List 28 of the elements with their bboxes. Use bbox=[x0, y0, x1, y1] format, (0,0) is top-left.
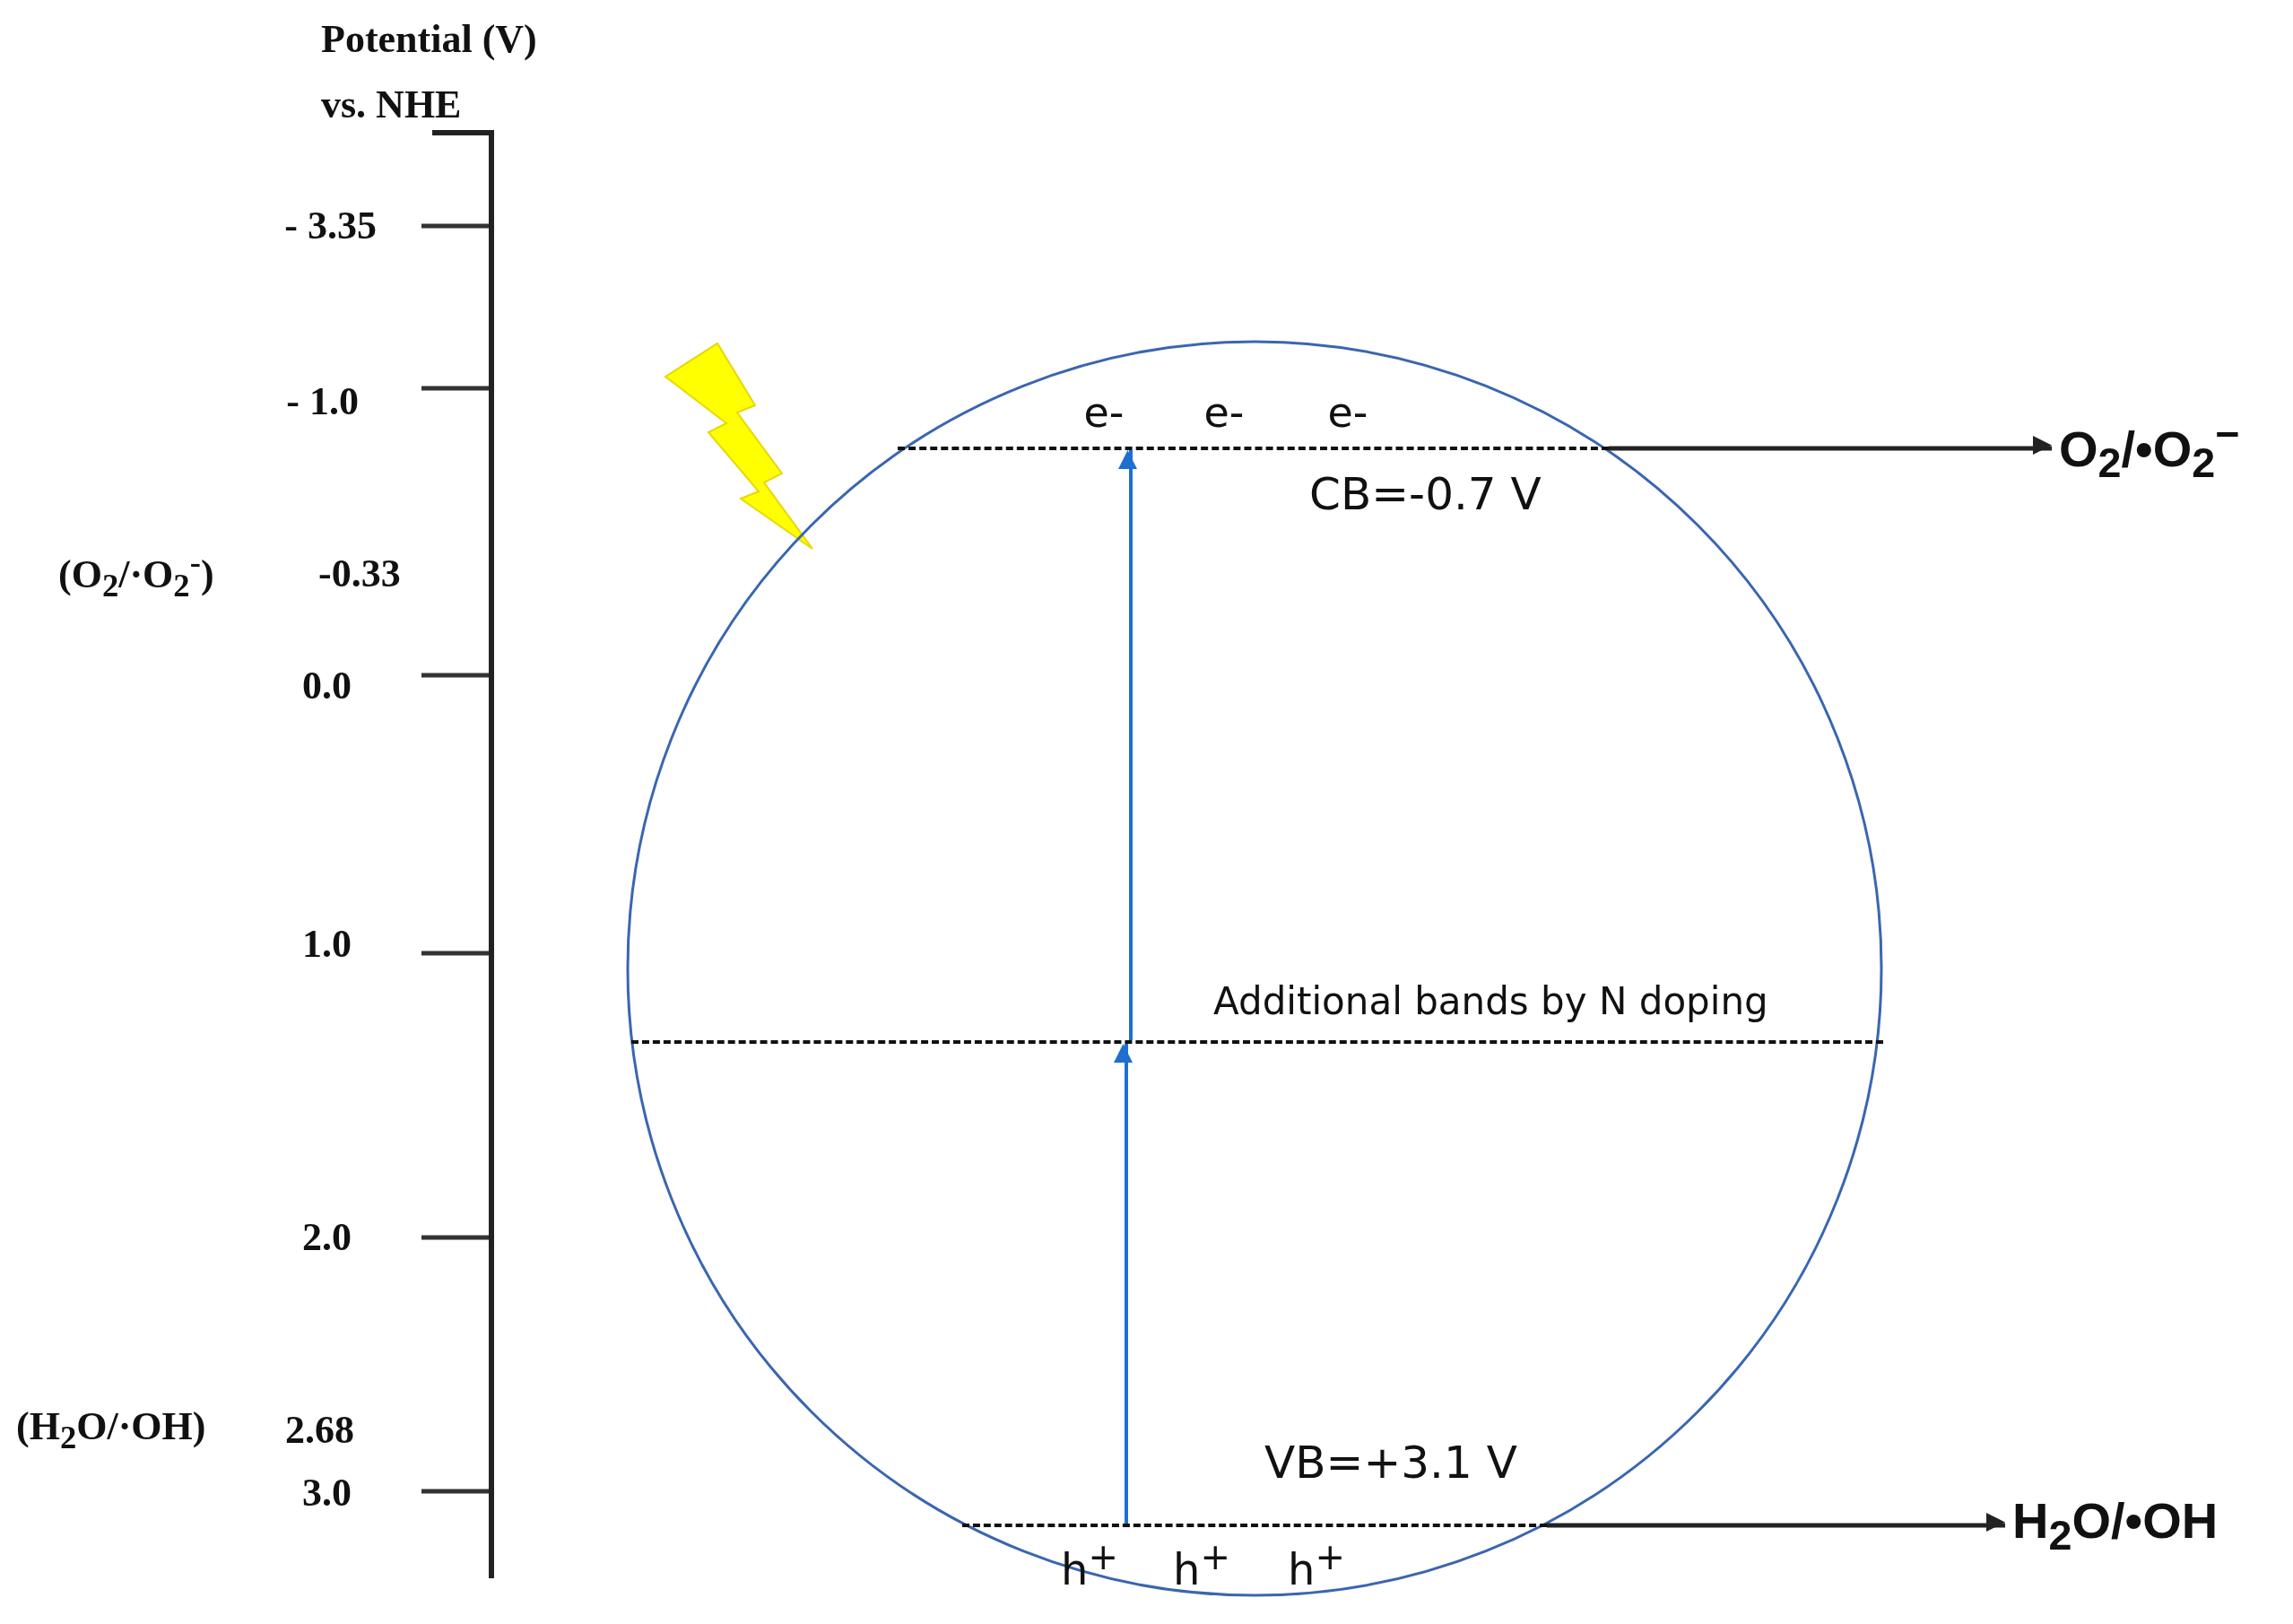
axis-title: Potential (V) vs. NHE bbox=[321, 16, 538, 128]
electron-label: e- bbox=[1327, 389, 1368, 436]
redox-label: (O$_{2}$/·O$_{2}$$^{-}$) bbox=[58, 544, 214, 604]
tick-label: 2.68 bbox=[285, 1408, 354, 1453]
arrow bbox=[1118, 450, 1137, 1040]
arrow bbox=[1547, 1513, 2005, 1532]
hole-label: h$^{+}$ bbox=[1173, 1536, 1230, 1594]
tick-label: 1.0 bbox=[302, 922, 352, 967]
tick-label: 0.0 bbox=[302, 664, 352, 708]
arrow bbox=[1114, 1044, 1133, 1524]
band-label: VB=+3.1 V bbox=[1264, 1437, 1517, 1488]
circle-node bbox=[626, 340, 1883, 1597]
tick-label: - 1.0 bbox=[286, 379, 359, 424]
band-label: CB=-0.7 V bbox=[1309, 469, 1542, 519]
electron-label: e- bbox=[1083, 389, 1125, 436]
redox-label: (H$_{2}$O/·OH) bbox=[16, 1404, 206, 1456]
species-label: H$_{2}$O/•OH bbox=[2012, 1491, 2219, 1559]
electron-label: e- bbox=[1203, 389, 1245, 436]
tick-label: 2.0 bbox=[302, 1215, 352, 1260]
energy-level-line bbox=[631, 1040, 1883, 1044]
tick-label: - 3.35 bbox=[284, 204, 377, 248]
tick-label: 3.0 bbox=[302, 1471, 352, 1515]
band-label: Additional bands by N doping bbox=[1213, 980, 1768, 1023]
tick-label: -0.33 bbox=[318, 551, 401, 596]
energy-level-line bbox=[898, 447, 1609, 450]
arrow bbox=[1609, 436, 2052, 455]
energy-level-line bbox=[962, 1524, 1547, 1527]
hole-label: h$^{+}$ bbox=[1288, 1536, 1345, 1594]
